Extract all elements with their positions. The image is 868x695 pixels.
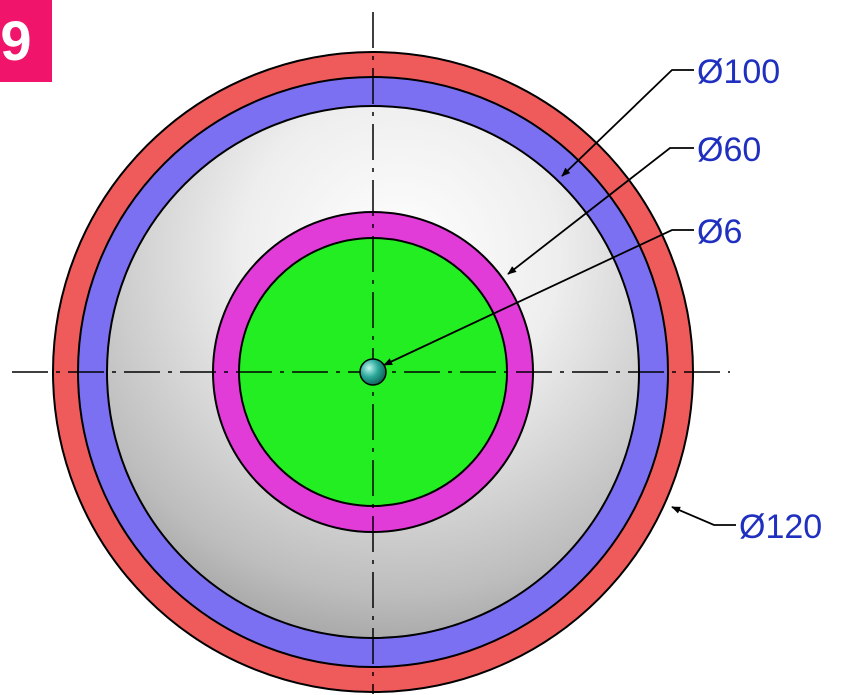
- dimension-label-60: Ø60: [697, 131, 761, 169]
- leader-60: [507, 147, 694, 275]
- leader-100: [561, 69, 694, 177]
- dimension-label-100: Ø100: [697, 53, 780, 91]
- figure-number-badge: 9: [0, 0, 52, 82]
- dimension-label-6: Ø6: [697, 213, 742, 251]
- figure-number: 9: [0, 9, 32, 72]
- leader-120: [671, 506, 736, 526]
- dimension-label-120: Ø120: [739, 508, 822, 546]
- leader-6: [383, 229, 694, 366]
- center-hole-6: [359, 358, 387, 386]
